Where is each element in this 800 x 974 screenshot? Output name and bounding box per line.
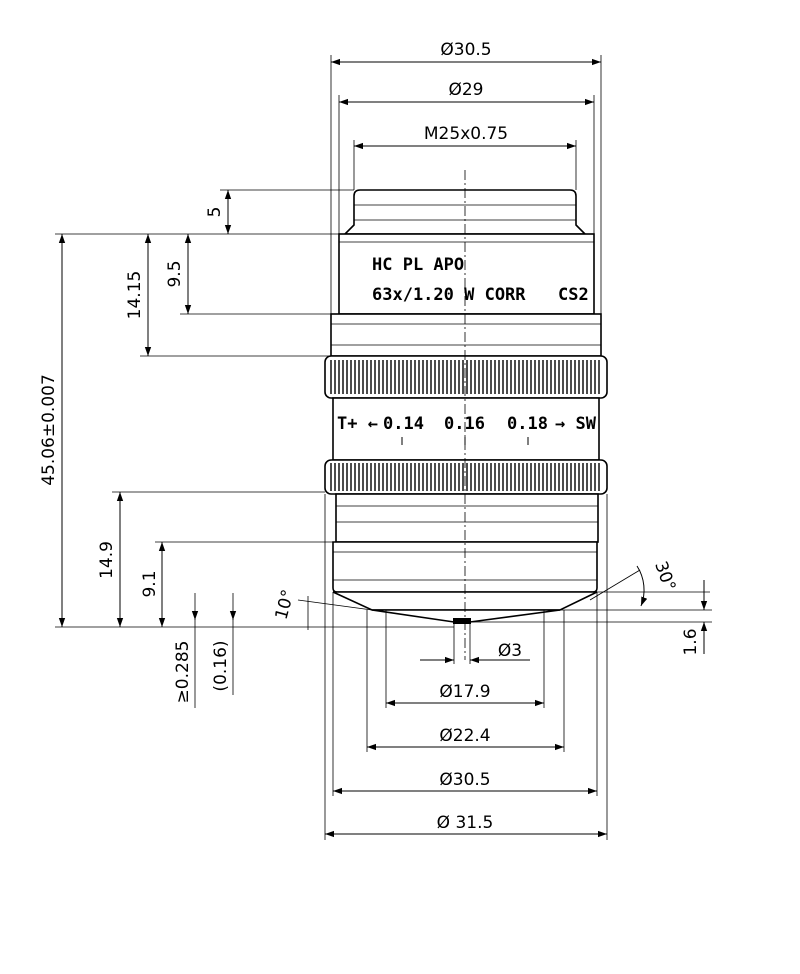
dim-front-lens-dia: Ø3 xyxy=(498,641,522,661)
collar-value-0-14: 0.14 xyxy=(383,414,424,434)
collar-value-0-16: 0.16 xyxy=(444,414,485,434)
objective-body xyxy=(324,189,608,624)
dim-top-outer-dia: Ø30.5 xyxy=(440,40,491,60)
left-dimensions: 5 9.5 14.15 45.06±0.007 14.9 9.1 ≥0.285 … xyxy=(39,189,454,708)
lower-knurl-lines xyxy=(330,463,600,491)
upper-ring xyxy=(330,313,602,357)
dim-total-length: 45.06±0.007 xyxy=(39,374,59,486)
dim-bottom-dia-2: Ø 31.5 xyxy=(437,813,494,833)
lower-body xyxy=(335,493,599,543)
top-dimensions: Ø30.5 Ø29 M25x0.75 xyxy=(330,40,602,314)
dim-bottom-dia-1: Ø30.5 xyxy=(439,770,490,790)
collar-left-marker: T+ ← xyxy=(337,414,378,434)
collar-value-0-18: 0.18 xyxy=(507,414,548,434)
dim-upper-body-height: 14.15 xyxy=(125,271,145,320)
dim-tip-angle: 10° xyxy=(272,588,299,622)
dim-lower-body-height: 14.9 xyxy=(97,541,117,579)
upper-knurl-lines xyxy=(330,360,600,394)
dim-nose-height: 9.1 xyxy=(140,570,160,597)
engraving-line-2: 63x/1.20 W CORR xyxy=(372,285,526,305)
dim-nose-angle: 30° xyxy=(650,559,679,594)
dim-working-distance: ≥0.285 xyxy=(173,641,193,704)
bottom-dimensions: Ø3 Ø17.9 Ø22.4 Ø30.5 Ø 31.5 xyxy=(324,494,608,840)
dim-front-dia-1: Ø17.9 xyxy=(439,682,490,702)
engraving-line-2-suffix: CS2 xyxy=(558,285,589,305)
dim-coverslip: (0.16) xyxy=(211,640,231,691)
dim-label-band-height: 9.5 xyxy=(165,260,185,287)
label-band xyxy=(338,233,595,315)
dim-thread: M25x0.75 xyxy=(424,124,508,144)
dim-top-inner-dia: Ø29 xyxy=(448,80,483,100)
dim-front-dia-2: Ø22.4 xyxy=(439,726,490,746)
front-lens xyxy=(453,618,471,624)
correction-collar-band xyxy=(332,397,600,461)
collar-right-marker: → SW xyxy=(555,414,597,434)
engraving-line-1: HC PL APO xyxy=(372,255,464,275)
dim-thread-height: 5 xyxy=(205,207,225,218)
dim-tip-offset: 1.6 xyxy=(681,628,701,655)
